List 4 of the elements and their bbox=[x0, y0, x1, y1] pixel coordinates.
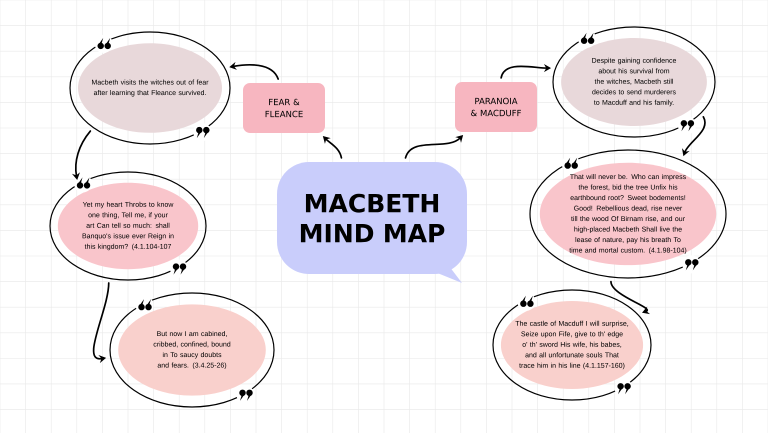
curved-arrow bbox=[610, 280, 650, 314]
topic-box: FEAR & FLEANCE bbox=[243, 83, 325, 133]
speech-bubble: MACBETH MIND MAP bbox=[277, 162, 467, 283]
topic-box: PARANOIA & MACDUFF bbox=[455, 82, 537, 132]
